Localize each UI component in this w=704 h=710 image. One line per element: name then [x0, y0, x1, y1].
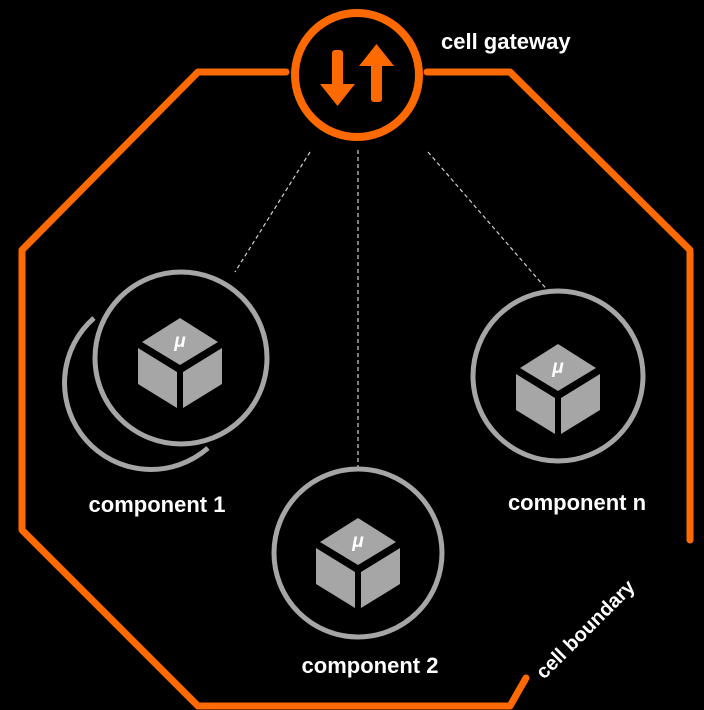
cube-icon: μ [316, 518, 400, 608]
gateway-label: cell gateway [441, 29, 571, 54]
micro-badge: μ [173, 331, 186, 352]
cube-icon: μ [516, 344, 600, 434]
component-2: μ component 2 [271, 466, 445, 678]
cube-icon: μ [138, 318, 222, 408]
cell-boundary-label: cell boundary [532, 575, 640, 683]
component-n: μ component n [470, 288, 646, 515]
micro-badge: μ [551, 357, 564, 378]
cell-boundary-outline [18, 68, 694, 710]
connector-lines [234, 150, 557, 468]
connector-component-1 [234, 151, 311, 273]
component-1-back-ring [62, 316, 210, 472]
cell-gateway: cell gateway [291, 9, 571, 141]
component-1-label: component 1 [89, 492, 226, 517]
gateway-ring [291, 9, 423, 141]
up-down-arrows-icon [320, 44, 394, 106]
component-n-label: component n [508, 490, 646, 515]
micro-badge: μ [351, 531, 364, 552]
connector-component-n [427, 151, 557, 301]
component-1: μ component 1 [62, 269, 270, 517]
component-2-label: component 2 [302, 653, 439, 678]
